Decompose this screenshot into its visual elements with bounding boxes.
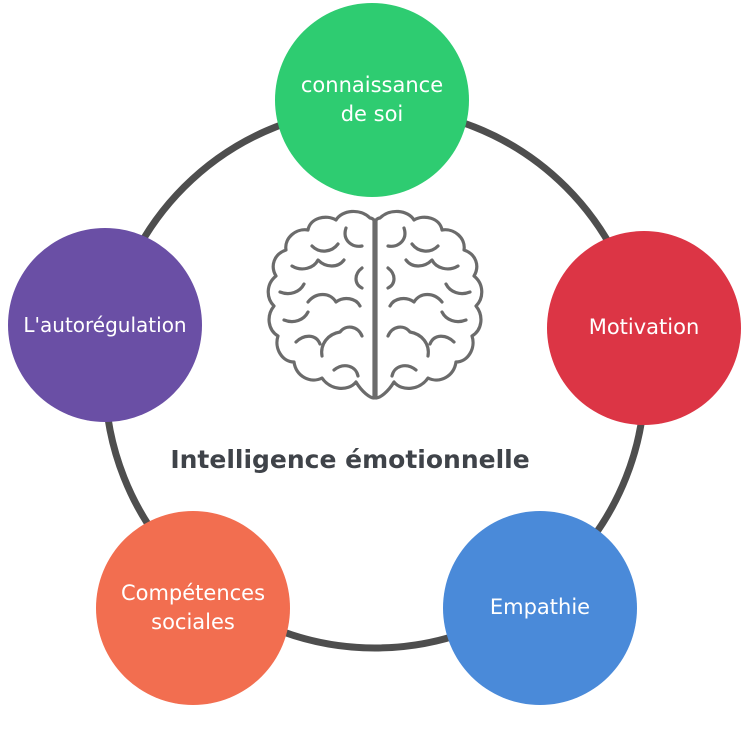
node-label-motivation: Motivation: [588, 315, 700, 340]
node-self-awareness: connaissance de soi: [275, 3, 469, 197]
diagram-title: Intelligence émotionnelle: [170, 445, 530, 474]
brain-icon: [266, 209, 484, 400]
node-empathy: Empathie: [443, 511, 637, 705]
node-self-regulation: L'autorégulation: [8, 228, 202, 422]
node-label-self-regulation: L'autorégulation: [23, 313, 187, 337]
node-label-empathy: Empathie: [489, 595, 591, 620]
node-motivation: Motivation: [547, 231, 741, 425]
node-label-social-skills: Compétences sociales: [120, 580, 266, 634]
node-label-self-awareness: connaissance de soi: [300, 72, 444, 126]
node-social-skills: Compétences sociales: [96, 511, 290, 705]
